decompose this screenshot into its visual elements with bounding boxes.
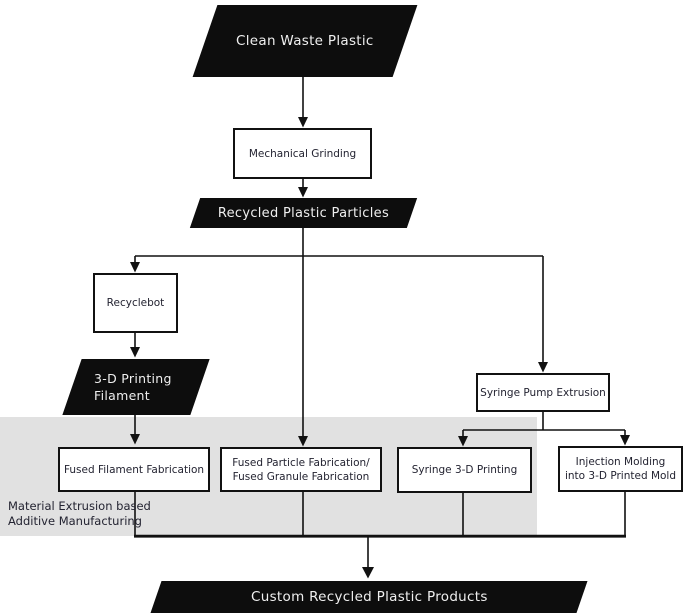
connector-syringe-pump-split: [463, 412, 625, 431]
connector-recyclebot-to-filament: [130, 333, 140, 358]
node-injection-molding: Injection Molding into 3-D Printed Mold: [558, 446, 683, 492]
node-3d-printing-filament-label: 3-D Printing Filament: [94, 371, 172, 403]
node-syringe-pump-extrusion: Syringe Pump Extrusion: [476, 373, 610, 412]
connector-branch-to-syringe-pump: [538, 256, 548, 373]
node-fused-particle-fabrication: Fused Particle Fabrication/ Fused Granul…: [220, 447, 382, 492]
node-recycled-plastic-particles-label: Recycled Plastic Particles: [217, 205, 390, 221]
node-recyclebot-label: Recyclebot: [106, 297, 165, 309]
node-3d-printing-filament: 3-D Printing Filament: [62, 359, 210, 415]
connector-particles-to-fused-particle: [298, 228, 308, 447]
node-recycled-plastic-particles: Recycled Plastic Particles: [189, 198, 418, 228]
node-injection-molding-label: Injection Molding into 3-D Printed Mold: [564, 456, 677, 482]
connector-collector-to-products: [362, 537, 374, 579]
node-mechanical-grinding: Mechanical Grinding: [233, 128, 372, 179]
node-custom-recycled-plastic-products-label: Custom Recycled Plastic Products: [250, 589, 488, 605]
node-recyclebot: Recyclebot: [93, 273, 178, 333]
node-syringe-pump-extrusion-label: Syringe Pump Extrusion: [480, 386, 606, 399]
node-mechanical-grinding-label: Mechanical Grinding: [248, 147, 357, 160]
connector-clean-waste-to-grinding: [298, 77, 308, 128]
connector-filament-to-fused-filament: [130, 415, 140, 445]
node-fused-filament-fabrication: Fused Filament Fabrication: [58, 447, 210, 492]
node-custom-recycled-plastic-products: Custom Recycled Plastic Products: [150, 581, 588, 613]
connector-split-to-injection-molding: [620, 430, 630, 446]
connector-outputs-to-collector: [134, 492, 626, 537]
node-clean-waste-plastic-label: Clean Waste Plastic: [236, 33, 374, 49]
connector-branch-to-recyclebot: [130, 256, 140, 273]
node-fused-filament-fabrication-label: Fused Filament Fabrication: [63, 463, 205, 476]
node-syringe-3d-printing-label: Syringe 3-D Printing: [411, 464, 518, 476]
connector-grinding-to-particles: [298, 179, 308, 198]
node-clean-waste-plastic: Clean Waste Plastic: [192, 5, 418, 77]
region-material-extrusion-label: Material Extrusion based Additive Manufa…: [8, 499, 151, 528]
node-fused-particle-fabrication-label: Fused Particle Fabrication/ Fused Granul…: [232, 456, 370, 483]
node-syringe-3d-printing: Syringe 3-D Printing: [397, 447, 532, 493]
connector-split-to-syringe-printing: [458, 430, 468, 447]
